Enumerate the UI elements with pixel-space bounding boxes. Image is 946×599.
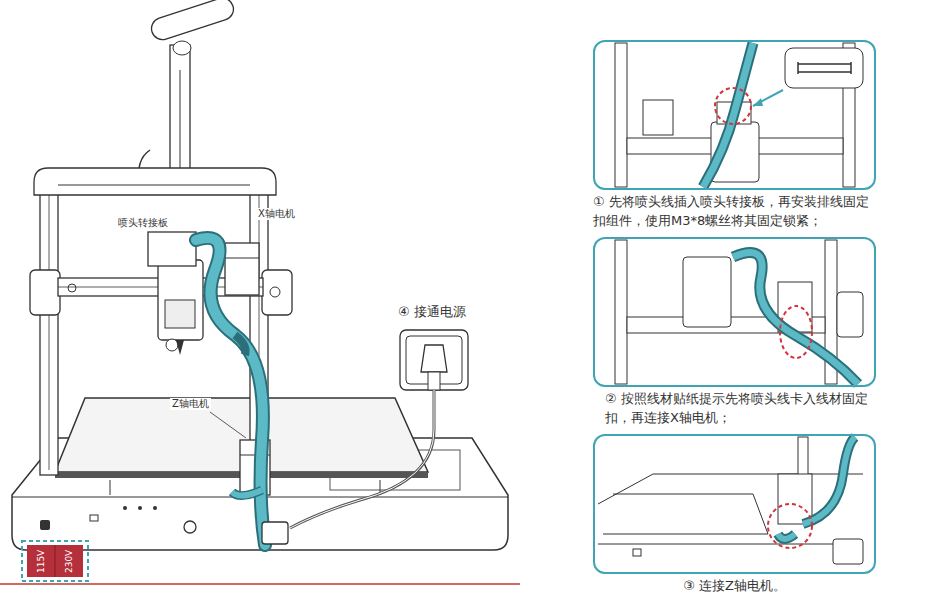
step-caption: ③ 连接Z轴电机。 xyxy=(593,574,876,596)
panel-frame xyxy=(593,434,876,574)
panel-frame xyxy=(593,40,876,190)
panel-frame xyxy=(593,237,876,387)
step-label: ④ 接通电源 xyxy=(396,304,468,320)
voltage-label: 230V xyxy=(64,549,75,572)
part-name: 喷头转接板 xyxy=(116,217,170,229)
step-caption: ① 先将喷头线插入喷头转接板，再安装排线固定扣组件，使用M3*8螺丝将其固定锁紧… xyxy=(593,190,876,231)
detail-panel: ① 先将喷头线插入喷头转接板，再安装排线固定扣组件，使用M3*8螺丝将其固定锁紧… xyxy=(593,40,876,231)
part-name: X轴电机 xyxy=(256,208,297,220)
voltage-label: 115V xyxy=(36,549,47,572)
detail-panel: ② 按照线材贴纸提示先将喷头线卡入线材固定扣，再连接X轴电机； xyxy=(593,237,876,428)
detail-panel: ③ 连接Z轴电机。 xyxy=(593,434,876,596)
step-caption: ② 按照线材贴纸提示先将喷头线卡入线材固定扣，再连接X轴电机； xyxy=(593,387,876,428)
part-name: Z轴电机 xyxy=(170,398,211,410)
